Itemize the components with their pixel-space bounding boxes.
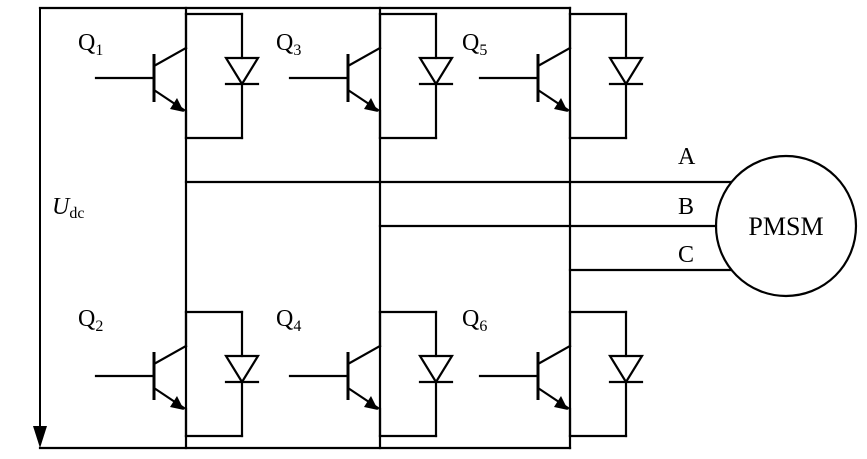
switch-label-q6: Q6 bbox=[462, 306, 487, 335]
motor-circle bbox=[714, 154, 858, 298]
switch-q2 bbox=[94, 310, 260, 438]
switch-label-q2: Q2 bbox=[78, 306, 103, 335]
switch-q4 bbox=[288, 310, 454, 438]
switch-label-q4: Q4 bbox=[276, 306, 301, 335]
motor-label: PMSM bbox=[748, 212, 823, 241]
dc-voltage-arrowhead bbox=[33, 426, 47, 448]
phase-label-c: C bbox=[678, 242, 694, 268]
phase-label-b: B bbox=[678, 194, 694, 220]
switch-label-q3: Q3 bbox=[276, 30, 301, 59]
switch-label-q1: Q1 bbox=[78, 30, 103, 59]
phase-label-a: A bbox=[678, 144, 696, 170]
switch-label-q5: Q5 bbox=[462, 30, 487, 59]
dc-voltage-label: Udc bbox=[52, 194, 84, 222]
switch-q1 bbox=[94, 12, 260, 140]
switch-q6 bbox=[478, 310, 644, 438]
switch-q3 bbox=[288, 12, 454, 140]
switch-q5 bbox=[478, 12, 644, 140]
